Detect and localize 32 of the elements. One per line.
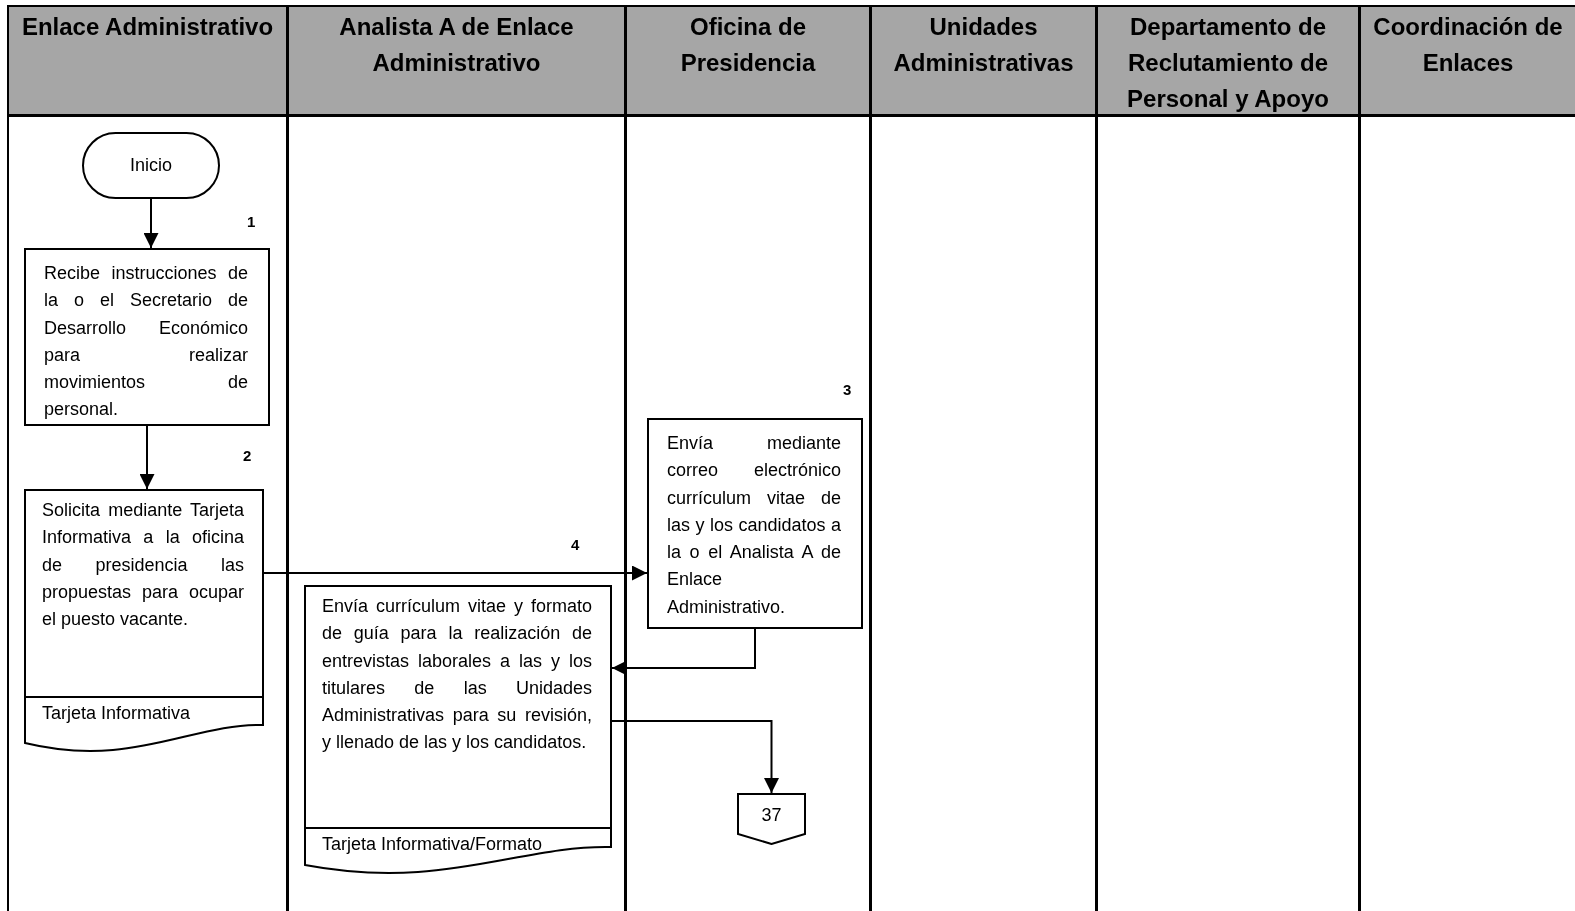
- step-number: 3: [843, 381, 852, 398]
- process-box: [647, 418, 863, 629]
- lane-header: Unidades Administrativas: [872, 7, 1095, 117]
- lane-header: Enlace Administrativo: [9, 7, 286, 117]
- step-description: Recibe instrucciones de la o el Secretario de Desarrollo Económico para realizar movimientos de personal.: [44, 262, 248, 422]
- step-description: Solicita mediante Tarjeta Informativa a la oficina de presidencia las propuestas para ocupar el puesto vacante.: [42, 499, 244, 632]
- swimlane: [7, 5, 288, 911]
- document-label: Tarjeta Informativa: [42, 702, 191, 725]
- terminal-label: Inicio: [130, 153, 172, 177]
- arrow: [263, 565, 648, 581]
- swimlane: [870, 5, 1097, 911]
- lane-header: Analista A de Enlace Administrativo: [289, 7, 624, 117]
- arrow: [139, 425, 155, 490]
- step-description: Envía currículum vitae y formato de guía para la realización de entrevistas laborales a las y los titulares de las Unidades Administrativas para su revisión, y llenado de las y los candidatos.: [322, 595, 592, 755]
- arrow: [143, 198, 159, 249]
- step-number: 4: [571, 536, 580, 553]
- step-number: 1: [247, 213, 256, 230]
- swimlane: [625, 5, 871, 911]
- process-box: [24, 248, 270, 426]
- swimlane: [1359, 5, 1575, 911]
- lane-header: Coordinación de Enlaces: [1361, 7, 1575, 117]
- swimlane: [1096, 5, 1360, 911]
- lane-header: Departamento de Reclutamiento de Personal y Apoyo: [1098, 7, 1358, 117]
- lane-header: Oficina de Presidencia: [627, 7, 869, 117]
- swimlane: [287, 5, 626, 911]
- step-description: Envía mediante correo electrónico currículum vitae de las y los candidatos a la o el Analista A de Enlace Administrativo.: [667, 432, 841, 619]
- connector-number: 37: [760, 804, 783, 827]
- step-number: 2: [243, 447, 252, 464]
- arrow: [611, 720, 779, 794]
- offpage-connector: [737, 793, 806, 845]
- arrow: [611, 628, 756, 676]
- document-label: Tarjeta Informativa/Formato: [322, 833, 543, 856]
